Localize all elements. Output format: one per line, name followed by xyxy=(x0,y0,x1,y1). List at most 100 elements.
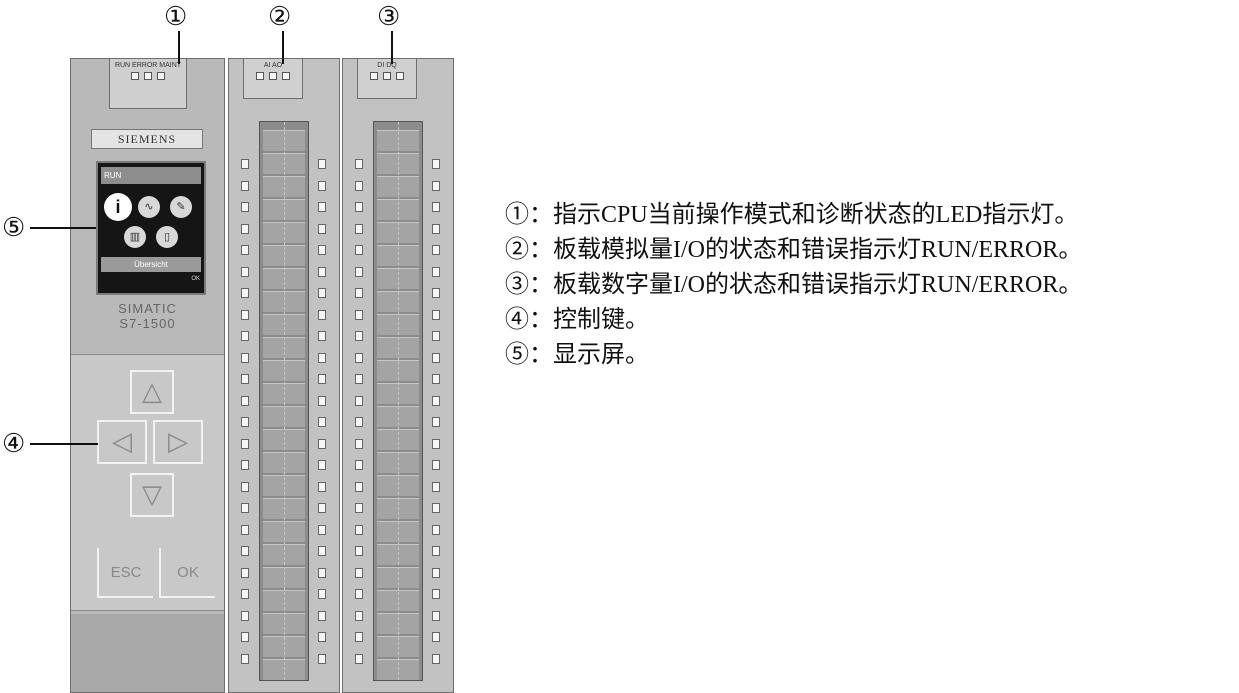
channel-led xyxy=(355,653,363,664)
analog-io-module: AI AO xyxy=(228,58,340,693)
channel-led xyxy=(318,438,326,449)
display-icon[interactable]: ▯ xyxy=(156,226,178,248)
channel-led xyxy=(355,589,363,599)
analog-extra-led xyxy=(282,72,290,80)
digital-status-leds xyxy=(358,72,416,80)
channel-led xyxy=(241,503,249,513)
digital-extra-led xyxy=(396,72,404,80)
run-stop-led xyxy=(131,72,139,80)
arrow-left-key[interactable]: ◁ xyxy=(97,420,147,464)
esc-key[interactable]: ESC xyxy=(97,548,153,598)
diagnostics-icon[interactable]: ∿ xyxy=(138,196,160,218)
channel-led xyxy=(318,331,326,341)
channel-led xyxy=(355,180,363,191)
channel-led xyxy=(241,610,249,621)
analog-channel-strip xyxy=(259,121,309,681)
channel-led xyxy=(432,223,440,234)
channel-led xyxy=(355,438,363,449)
legend-item-1: ①：指示CPU当前操作模式和诊断状态的LED指示灯。 xyxy=(505,202,1079,228)
channel-led xyxy=(241,460,249,470)
channel-led xyxy=(355,245,363,255)
channel-led xyxy=(318,460,326,470)
model-label: SIMATIC S7-1500 xyxy=(71,301,224,331)
channel-led xyxy=(432,245,440,255)
channel-led xyxy=(241,180,249,191)
cpu-base xyxy=(71,614,224,692)
strip-divider xyxy=(284,122,286,680)
digital-error-led xyxy=(383,72,391,80)
channel-led xyxy=(241,266,249,277)
channel-led xyxy=(318,245,326,255)
leader-line-1 xyxy=(178,31,180,64)
channel-led xyxy=(318,417,326,427)
channel-led xyxy=(318,589,326,599)
channel-led xyxy=(241,331,249,341)
channel-led xyxy=(432,610,440,621)
channel-led xyxy=(318,524,326,535)
digital-channel-strip xyxy=(373,121,423,681)
channel-led xyxy=(241,589,249,599)
legend-item-3: ③：板载数字量I/O的状态和错误指示灯RUN/ERROR。 xyxy=(505,272,1083,298)
channel-led xyxy=(432,460,440,470)
channel-led xyxy=(241,653,249,664)
display-screen[interactable]: RUN i ∿ ✎ ▥ ▯ Übersicht OK xyxy=(96,161,206,295)
cpu-status-led-panel: RUN ERROR MAINT xyxy=(109,59,187,109)
channel-led xyxy=(355,481,363,492)
screen-ok-label: OK xyxy=(191,276,200,282)
module-icon[interactable]: ▥ xyxy=(124,226,146,248)
arrow-right-key[interactable]: ▷ xyxy=(153,420,203,464)
channel-led xyxy=(432,524,440,535)
channel-led xyxy=(241,374,249,384)
digital-run-led xyxy=(370,72,378,80)
channel-led xyxy=(318,546,326,556)
channel-led xyxy=(355,632,363,642)
channel-led xyxy=(432,266,440,277)
channel-led xyxy=(432,567,440,578)
channel-led xyxy=(318,567,326,578)
channel-led xyxy=(432,653,440,664)
channel-led xyxy=(432,417,440,427)
channel-led xyxy=(355,395,363,406)
analog-error-led xyxy=(269,72,277,80)
model-line-1: SIMATIC xyxy=(118,301,177,316)
channel-led xyxy=(432,352,440,363)
leader-line-5 xyxy=(30,227,96,229)
channel-led xyxy=(432,589,440,599)
channel-led xyxy=(241,159,249,169)
legend-item-4: ④：控制键。 xyxy=(505,307,649,333)
channel-led xyxy=(318,288,326,298)
analog-status-led-panel: AI AO xyxy=(243,59,303,99)
arrow-down-key[interactable]: ▽ xyxy=(130,473,174,517)
channel-led xyxy=(318,503,326,513)
channel-led xyxy=(241,395,249,406)
digital-led-labels: DI DQ xyxy=(377,62,397,69)
ok-key[interactable]: OK xyxy=(159,548,215,598)
settings-icon[interactable]: ✎ xyxy=(170,196,192,218)
channel-led xyxy=(355,567,363,578)
channel-led xyxy=(432,331,440,341)
brand-label: SIEMENS xyxy=(91,129,203,149)
channel-led xyxy=(432,309,440,320)
channel-led xyxy=(318,180,326,191)
cpu-led-labels: RUN ERROR MAINT xyxy=(114,62,182,69)
arrow-up-key[interactable]: △ xyxy=(130,370,174,414)
callout-2: ② xyxy=(268,2,292,31)
channel-led xyxy=(432,159,440,169)
channel-led xyxy=(241,245,249,255)
channel-led xyxy=(432,395,440,406)
analog-status-leds xyxy=(244,72,302,80)
channel-led xyxy=(318,395,326,406)
channel-led xyxy=(355,202,363,212)
maint-led xyxy=(157,72,165,80)
channel-led xyxy=(241,223,249,234)
channel-led xyxy=(355,223,363,234)
channel-led xyxy=(318,653,326,664)
cpu-unit: RUN ERROR MAINT SIEMENS RUN i ∿ ✎ ▥ ▯ Üb… xyxy=(70,58,225,693)
channel-led xyxy=(355,503,363,513)
channel-led xyxy=(355,524,363,535)
cpu-status-leds xyxy=(110,72,186,80)
channel-led xyxy=(432,546,440,556)
info-icon[interactable]: i xyxy=(104,193,132,221)
channel-led xyxy=(318,352,326,363)
plc-device: RUN ERROR MAINT SIEMENS RUN i ∿ ✎ ▥ ▯ Üb… xyxy=(70,58,455,693)
